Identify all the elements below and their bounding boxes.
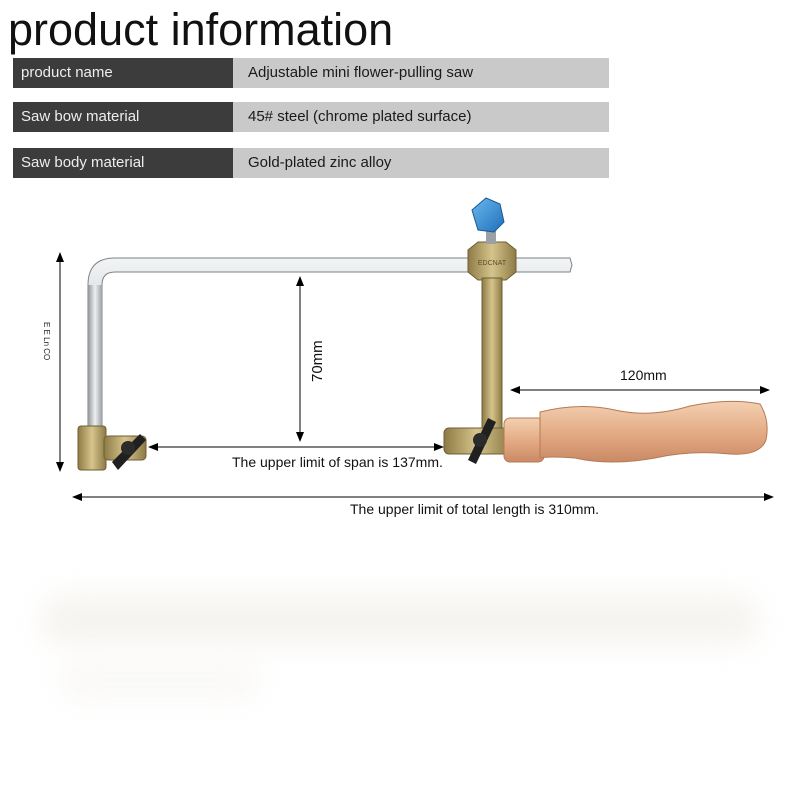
wooden-handle [503,400,768,463]
spec-label: product name [13,58,233,88]
svg-text:EDCNAT: EDCNAT [478,260,507,267]
height-label: 70mm [309,340,326,382]
handle-label: 120mm [620,367,667,383]
spec-row-saw-body-material: Saw body material Gold-plated zinc alloy [13,148,609,178]
spec-value: Gold-plated zinc alloy [233,148,609,178]
spec-value: 45# steel (chrome plated surface) [233,102,609,132]
spec-value: Adjustable mini flower-pulling saw [233,58,609,88]
span-dimension [148,443,444,451]
spec-row-saw-bow-material: Saw bow material 45# steel (chrome plate… [13,102,609,132]
spec-label: Saw body material [13,148,233,178]
total-length-dimension [72,493,774,501]
left-side-label: E E Ln CO [42,322,51,360]
spec-row-product-name: product name Adjustable mini flower-pull… [13,58,609,88]
background-shadow [60,660,260,700]
saw-bow [87,257,573,431]
left-side-dimension [56,252,64,472]
height-dimension [296,276,304,442]
left-clamp [77,425,147,471]
tension-knob-icon [471,197,505,233]
background-shadow [40,595,760,645]
handle-dimension [510,386,770,394]
sliding-body: EDCNAT [467,226,517,429]
span-label: The upper limit of span is 137mm. [232,454,443,470]
total-length-label: The upper limit of total length is 310mm… [350,501,599,517]
spec-label: Saw bow material [13,102,233,132]
right-clamp [443,418,511,464]
page-title: product information [8,4,394,55]
